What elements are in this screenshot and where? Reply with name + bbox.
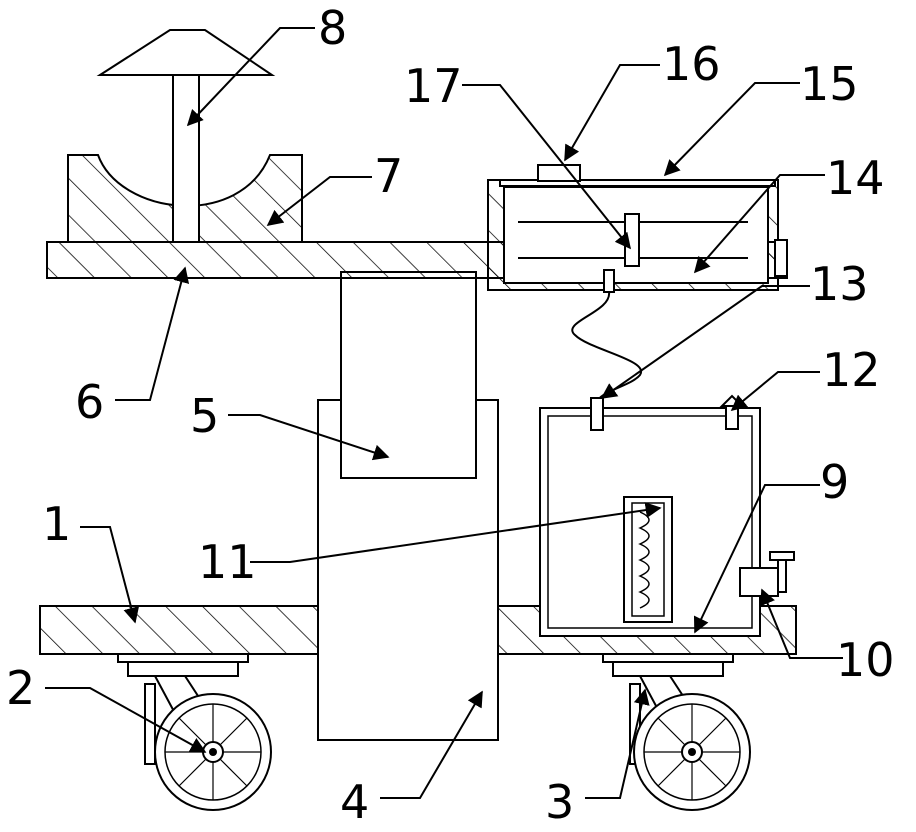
label-14: 14 [826, 151, 885, 205]
right-caster-mount [603, 654, 733, 676]
label-9: 9 [820, 455, 849, 509]
right-wheel [630, 676, 750, 810]
label-16: 16 [662, 37, 721, 91]
label-4: 4 [340, 775, 369, 829]
upper-column [341, 272, 476, 478]
label-6: 6 [75, 375, 104, 429]
label-13: 13 [810, 257, 869, 311]
left-wheel [145, 676, 271, 810]
label-12: 12 [822, 343, 881, 397]
label-8: 8 [318, 1, 347, 55]
label-11: 11 [198, 535, 257, 589]
label-3: 3 [545, 775, 574, 829]
left-caster-mount [118, 654, 248, 676]
label-10: 10 [836, 633, 895, 687]
label-7: 7 [374, 149, 403, 203]
label-2: 2 [6, 661, 35, 715]
water-tank [540, 396, 794, 636]
upper-storage-box [488, 165, 787, 292]
hose [572, 292, 641, 400]
label-17: 17 [404, 59, 463, 113]
label-5: 5 [190, 389, 219, 443]
label-1: 1 [42, 497, 71, 551]
label-15: 15 [800, 57, 859, 111]
